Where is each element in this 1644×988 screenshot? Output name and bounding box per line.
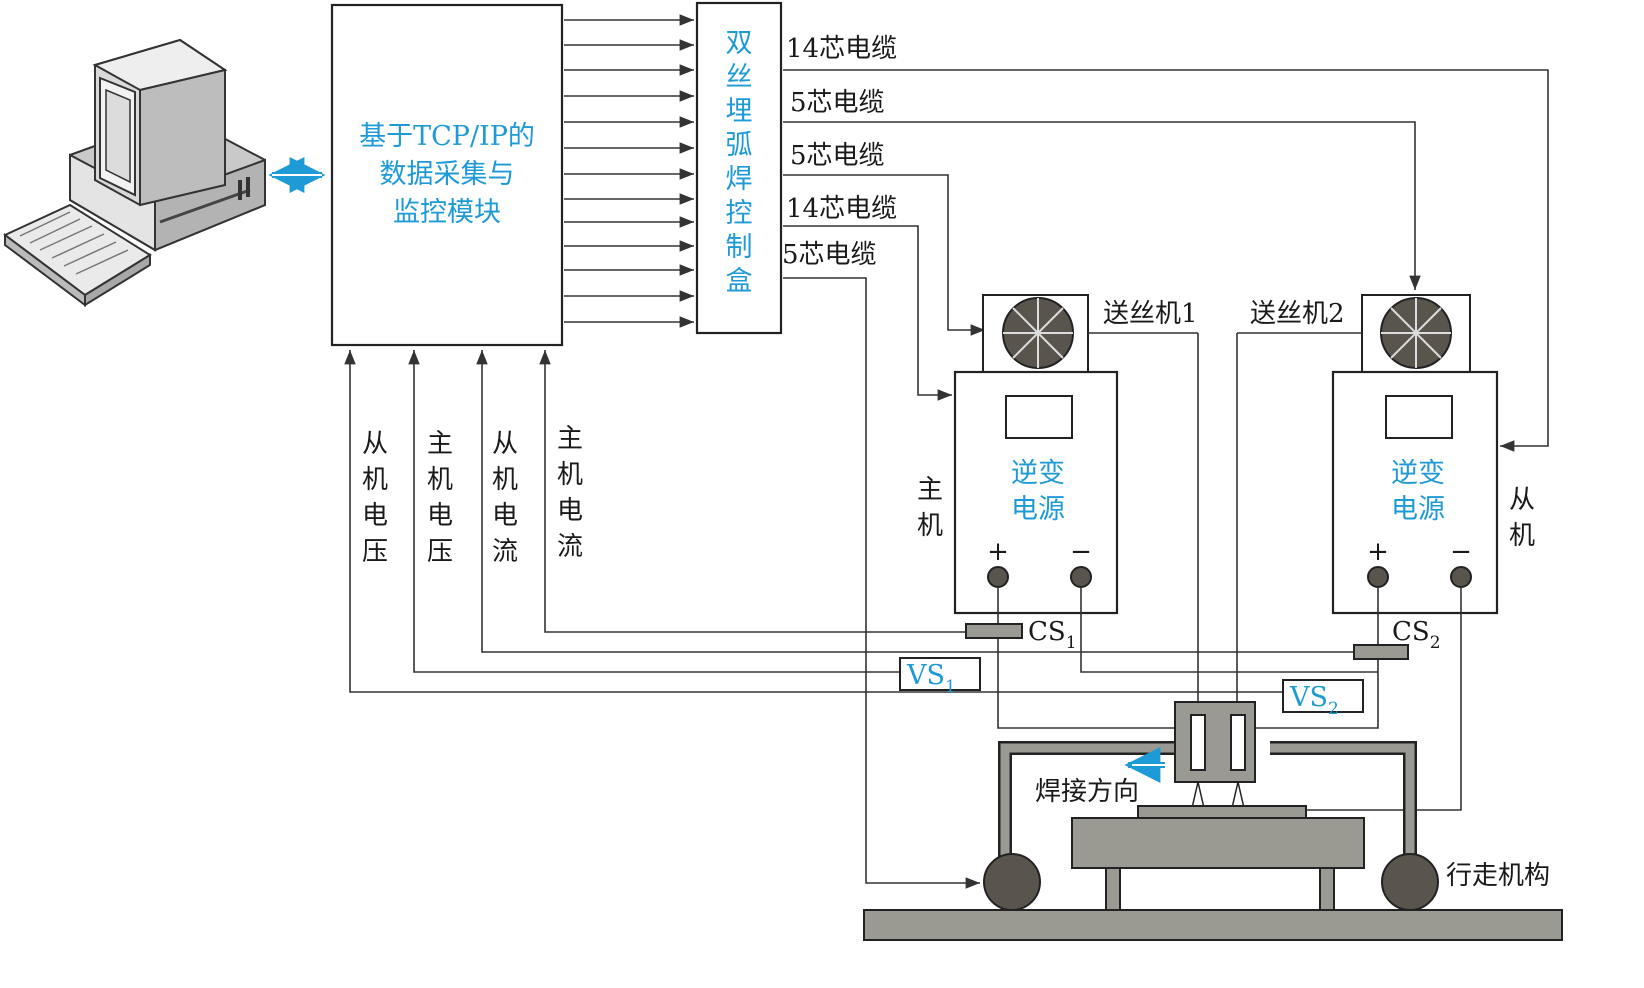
- daq-module-line-3: 监控模块: [393, 197, 501, 228]
- welding-gantry: [863, 701, 1563, 941]
- svg-text:压: 压: [427, 537, 453, 567]
- current-sensor-cs1: [965, 623, 1023, 639]
- slave-side-char-2: 机: [1509, 521, 1535, 551]
- svg-text:机: 机: [362, 465, 388, 495]
- daq-to-controller-arrows: [564, 14, 694, 328]
- signal-label-master-current: 主 机 电 流: [557, 424, 583, 562]
- voltage-sensor-vs2: [1282, 679, 1364, 713]
- svg-text:压: 压: [362, 537, 388, 567]
- svg-text:电: 电: [557, 496, 583, 526]
- daq-module-line-1: 基于TCP/IP的: [359, 121, 535, 152]
- cable-label-1: 14芯电缆: [786, 34, 897, 64]
- cable-label-4: 14芯电缆: [786, 194, 897, 224]
- master-side-char-2: 机: [917, 511, 943, 541]
- svg-text:电: 电: [492, 501, 518, 531]
- svg-text:机: 机: [557, 460, 583, 490]
- cs2-label: CS2: [1392, 617, 1441, 653]
- master-power-source: [953, 370, 1119, 615]
- signal-lines: [344, 350, 1354, 693]
- svg-text:主: 主: [427, 429, 453, 459]
- wire-feeder-2: [1361, 294, 1471, 373]
- master-power-line-1: 逆变: [1011, 458, 1065, 489]
- svg-text:从: 从: [362, 429, 388, 459]
- signal-label-slave-current: 从 机 电 流: [492, 429, 518, 567]
- cable-label-2: 5芯电缆: [790, 88, 885, 118]
- svg-text:流: 流: [492, 537, 518, 567]
- controller-char-8: 盒: [726, 266, 753, 297]
- vs1-label: VS1: [906, 660, 956, 697]
- voltage-sensor-vs1: [899, 657, 981, 691]
- controller-char-2: 丝: [726, 62, 753, 93]
- slave-power-line-1: 逆变: [1391, 458, 1445, 489]
- svg-text:机: 机: [492, 465, 518, 495]
- power-wiring: [997, 332, 1462, 811]
- slave-minus-label: −: [1450, 537, 1472, 567]
- slave-power-source: [1331, 370, 1499, 615]
- cable-lines: [783, 69, 1549, 889]
- slave-power-line-2: 电源: [1391, 494, 1445, 525]
- svg-text:电: 电: [362, 501, 388, 531]
- master-power-line-2: 电源: [1011, 494, 1065, 525]
- controller-char-7: 制: [726, 232, 753, 263]
- controller-label: 双 丝 埋 弧 焊 控 制 盒: [726, 28, 753, 297]
- slave-plus-label: +: [1367, 537, 1389, 567]
- weld-direction-label: 焊接方向: [1035, 777, 1139, 807]
- master-side-char-1: 主: [917, 475, 943, 505]
- svg-text:流: 流: [557, 532, 583, 562]
- vs2-label: VS2: [1289, 682, 1339, 719]
- cable-label-5: 5芯电缆: [782, 240, 877, 270]
- svg-text:机: 机: [427, 465, 453, 495]
- desktop-computer-icon: [3, 38, 266, 307]
- wire-feeder-1: [982, 294, 1089, 373]
- cs1-label: CS1: [1028, 617, 1077, 653]
- wire-feeder-2-label: 送丝机2: [1250, 299, 1345, 329]
- travel-mechanism-label: 行走机构: [1446, 861, 1550, 891]
- controller-char-4: 弧: [726, 130, 753, 161]
- controller-char-5: 焊: [726, 164, 753, 195]
- daq-module-line-2: 数据采集与: [380, 159, 515, 190]
- signal-label-slave-voltage: 从 机 电 压: [362, 429, 388, 567]
- master-plus-label: +: [987, 537, 1009, 567]
- slave-side-char-1: 从: [1509, 485, 1535, 515]
- svg-text:主: 主: [557, 424, 583, 454]
- master-minus-label: −: [1070, 537, 1092, 567]
- current-sensor-cs2: [1353, 644, 1409, 660]
- daq-module-box: [330, 3, 564, 347]
- controller-char-3: 埋: [726, 96, 753, 127]
- controller-box: [695, 1, 783, 335]
- cable-label-3: 5芯电缆: [790, 141, 885, 171]
- controller-char-1: 双: [726, 28, 753, 59]
- controller-char-6: 控: [726, 198, 753, 229]
- svg-text:从: 从: [492, 429, 518, 459]
- svg-text:电: 电: [427, 501, 453, 531]
- signal-label-master-voltage: 主 机 电 压: [427, 429, 453, 567]
- wire-feeder-1-label: 送丝机1: [1103, 299, 1198, 329]
